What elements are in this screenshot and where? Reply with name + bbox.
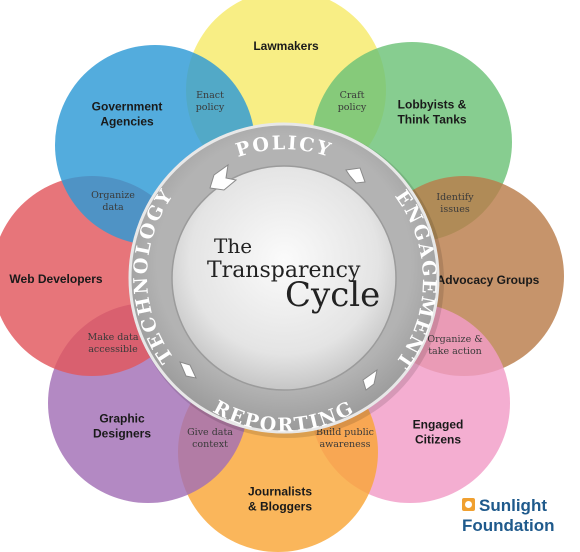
petal-label-journalists: Journalists& Bloggers xyxy=(248,485,312,514)
logo-line-foundation: Foundation xyxy=(462,516,555,535)
cycle-arrow-top-left xyxy=(209,163,238,191)
sunlight-foundation-logo: Sunlight Foundation xyxy=(462,496,555,535)
center-disc xyxy=(171,165,397,391)
logo-line-sunlight: Sunlight xyxy=(479,496,547,515)
title-line-cycle: Cycle xyxy=(285,275,380,315)
petal-label-webdev: Web Developers xyxy=(9,272,102,286)
cycle-arrow-bottom-right xyxy=(362,368,378,391)
petal-label-lawmakers: Lawmakers xyxy=(253,39,319,53)
overlap-label-organize-action: Organize &take action xyxy=(427,334,482,357)
cycle-arrow-top-right xyxy=(345,167,366,184)
title-line-transparency: Transparency xyxy=(207,258,361,283)
petal-label-advocacy: Advocacy Groups xyxy=(437,273,540,287)
sun-icon xyxy=(465,501,472,508)
cycle-arrow-bottom-left xyxy=(179,361,197,379)
title-line-the: The xyxy=(214,234,252,258)
petal-label-lobbyists: Lobbyists &Think Tanks xyxy=(397,98,466,127)
